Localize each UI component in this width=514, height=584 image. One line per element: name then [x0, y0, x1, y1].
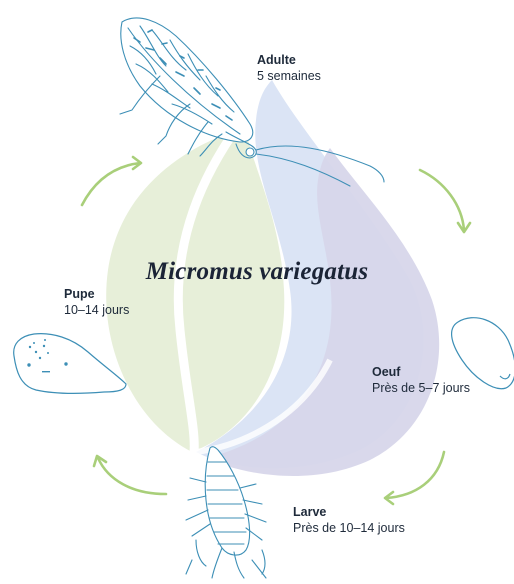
stage-name: Pupe: [64, 286, 129, 302]
stage-name: Oeuf: [372, 364, 470, 380]
species-title: Micromus variegatus: [0, 258, 514, 286]
cycle-arrow-icon: [94, 456, 166, 494]
stage-name: Larve: [293, 504, 405, 520]
stage-name: Adulte: [257, 52, 321, 68]
pupa-icon: [14, 334, 126, 394]
stage-duration: 5 semaines: [257, 68, 321, 84]
cycle-arrow-icon: [82, 157, 141, 205]
stage-duration: 10–14 jours: [64, 302, 129, 318]
stage-label-pupe: Pupe 10–14 jours: [64, 286, 129, 318]
stage-label-oeuf: Oeuf Près de 5–7 jours: [372, 364, 470, 396]
stage-label-larve: Larve Près de 10–14 jours: [293, 504, 405, 536]
cycle-arrow-icon: [420, 170, 470, 232]
stage-label-adulte: Adulte 5 semaines: [257, 52, 321, 84]
stage-duration: Près de 5–7 jours: [372, 380, 470, 396]
stage-duration: Près de 10–14 jours: [293, 520, 405, 536]
cycle-arrow-icon: [385, 452, 444, 504]
